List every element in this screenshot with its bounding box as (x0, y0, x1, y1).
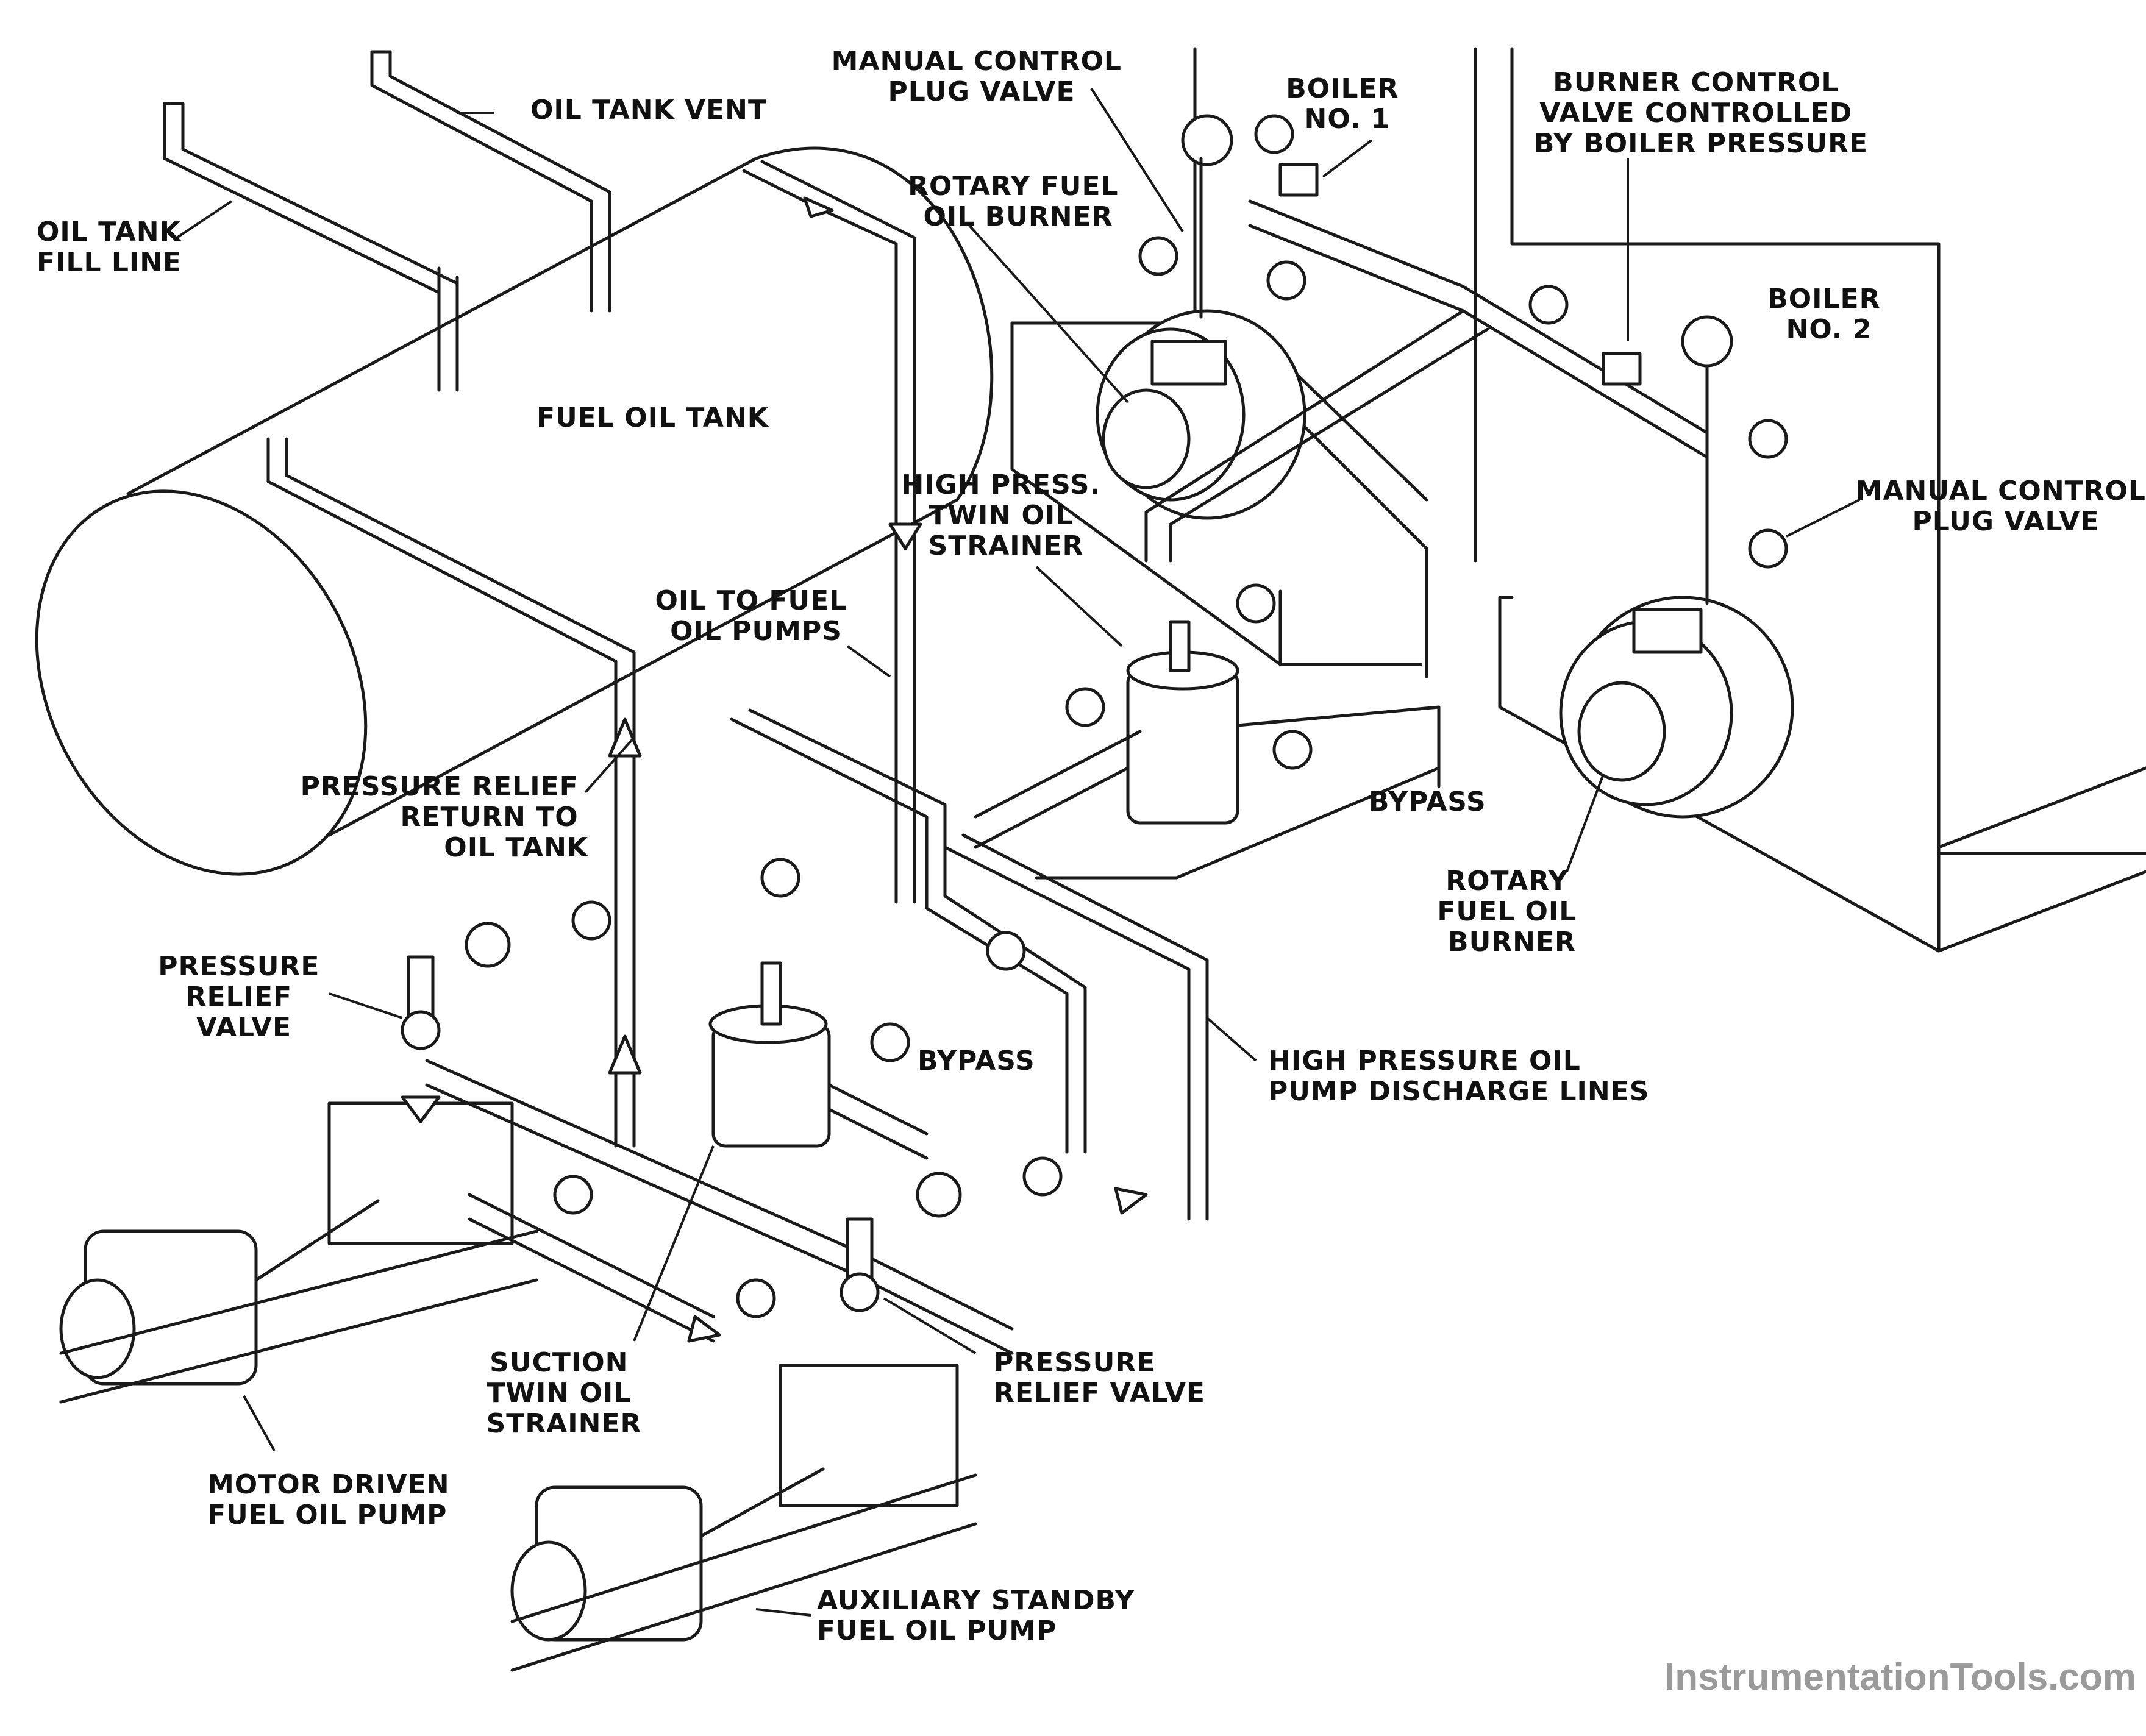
motor-driven-pump-assembly (59, 1095, 538, 1404)
label-bypass-upper: BYPASS (1369, 786, 1486, 817)
label-pressure-relief-valve-left: PRESSURE RELIEF VALVE (158, 951, 330, 1043)
label-boiler-no-2: BOILER NO. 2 (1767, 283, 1891, 345)
suction-strainer-group (425, 708, 1209, 1355)
suction-line-from-tank (742, 160, 922, 904)
watermark: InstrumentationTools.com (1664, 1656, 2136, 1698)
label-oil-tank-vent: OIL TANK VENT (530, 94, 767, 126)
rotary-fuel-oil-burner-1 (1096, 309, 1306, 520)
auxiliary-standby-pump-assembly (510, 1364, 977, 1672)
burner-supply-piping (1144, 114, 1733, 605)
label-pressure-relief-return: PRESSURE RELIEF RETURN TO OIL TANK (301, 771, 589, 863)
rotary-fuel-oil-burner-2 (1559, 596, 1794, 819)
label-auxiliary-standby-pump: AUXILIARY STANDBY FUEL OIL PUMP (817, 1585, 1145, 1646)
label-manual-control-plug-valve-2: MANUAL CONTROL PLUG VALVE (1856, 475, 2146, 537)
label-bypass-lower: BYPASS (918, 1045, 1035, 1076)
label-oil-tank-fill-line: OIL TANK FILL LINE (37, 216, 191, 278)
handwheel-valves (553, 114, 1788, 1318)
label-fuel-oil-tank: FUEL OIL TANK (536, 402, 769, 433)
oil-tank-fill-pipe (163, 102, 459, 319)
label-burner-control-valve: BURNER CONTROL VALVE CONTROLLED BY BOILE… (1534, 67, 1868, 159)
high-pressure-strainer-group (974, 583, 1441, 880)
label-high-pressure-discharge: HIGH PRESSURE OIL PUMP DISCHARGE LINES (1268, 1045, 1649, 1107)
label-oil-to-fuel-oil-pumps: OIL TO FUEL OIL PUMPS (655, 585, 857, 647)
pressure-relief-valves (401, 955, 880, 1312)
fuel-oil-tank (35, 146, 994, 876)
diagram-labels: OIL TANK VENT OIL TANK FILL LINE FUEL OI… (37, 46, 2146, 1646)
leader-lines (176, 87, 1860, 1617)
label-suction-twin-oil-strainer: SUCTION TWIN OIL STRAINER (487, 1347, 642, 1439)
label-boiler-no-1: BOILER NO. 1 (1286, 73, 1409, 135)
pressure-gauges (465, 922, 962, 1218)
boiler-no-2-structure (1498, 47, 2146, 953)
label-pressure-relief-valve-right: PRESSURE RELIEF VALVE (994, 1347, 1205, 1409)
label-rotary-fuel-oil-burner-2: ROTARY FUEL OIL BURNER (1437, 866, 1586, 958)
label-rotary-fuel-oil-burner-1: ROTARY FUEL OIL BURNER (908, 171, 1128, 232)
label-manual-control-plug-valve-1: MANUAL CONTROL PLUG VALVE (832, 46, 1132, 107)
label-motor-driven-pump: MOTOR DRIVEN FUEL OIL PUMP (207, 1469, 460, 1531)
pressure-relief-return-pipe (266, 437, 642, 1148)
label-high-press-twin-oil-strainer: HIGH PRESS. TWIN OIL STRAINER (901, 469, 1110, 561)
